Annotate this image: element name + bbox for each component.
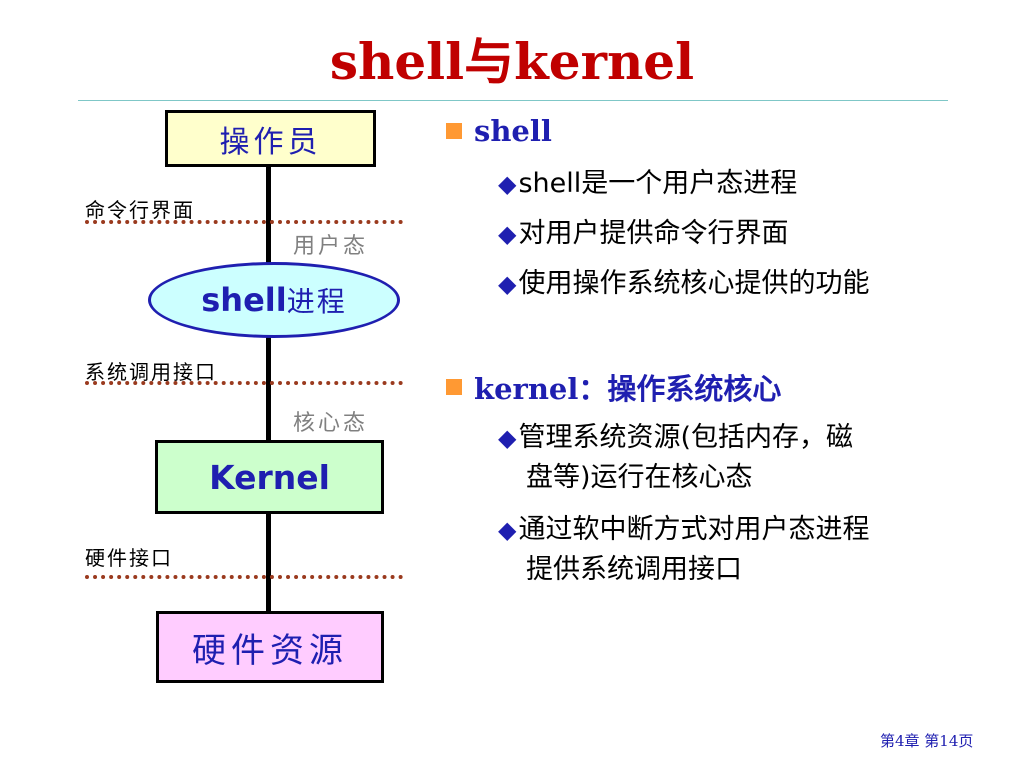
- user-boundary-line: [85, 220, 403, 224]
- section-title: kernel：操作系统核心: [474, 372, 782, 406]
- diamond-bullet-icon: ◆: [498, 170, 517, 198]
- kernel-mode-label: 核心态: [293, 411, 369, 436]
- diamond-bullet-icon: ◆: [498, 516, 517, 544]
- section-title: shell: [474, 114, 552, 148]
- diamond-bullet-icon: ◆: [498, 424, 517, 452]
- hardware-box: 硬件资源: [156, 611, 384, 683]
- page-title: shell与kernel: [329, 32, 695, 91]
- diamond-bullet-icon: ◆: [498, 220, 517, 248]
- list-item: ◆通过软中断方式对用户态进程 提供系统调用接口: [498, 514, 870, 585]
- title-divider: [78, 100, 948, 101]
- diamond-bullet-icon: ◆: [498, 270, 517, 298]
- operator-box: 操作员: [165, 110, 376, 167]
- syscall-label: 系统调用接口: [85, 360, 217, 384]
- connector-line: [266, 512, 271, 613]
- user-mode-label: 用户态: [293, 234, 369, 259]
- hw-interface-label: 硬件接口: [85, 546, 173, 570]
- connector-line: [266, 165, 271, 263]
- kernel-box: Kernel: [155, 440, 384, 514]
- square-bullet-icon: [446, 123, 462, 139]
- connector-line: [266, 336, 271, 442]
- kernel-boundary-line: [85, 381, 403, 385]
- list-item: ◆管理系统资源(包括内存，磁 盘等)运行在核心态: [498, 422, 854, 493]
- list-item: ◆shell是一个用户态进程: [498, 168, 798, 199]
- section-kernel: kernel：操作系统核心: [446, 366, 781, 408]
- cli-label: 命令行界面: [85, 198, 195, 222]
- list-item: ◆使用操作系统核心提供的功能: [498, 268, 870, 299]
- shell-process-cn: 进程: [286, 285, 347, 318]
- hardware-boundary-line: [85, 575, 403, 579]
- section-shell: shell: [446, 114, 552, 148]
- page-footer: 第4章 第14页: [880, 732, 974, 750]
- list-item: ◆对用户提供命令行界面: [498, 218, 789, 249]
- shell-process-en: shell: [201, 281, 287, 319]
- square-bullet-icon: [446, 379, 462, 395]
